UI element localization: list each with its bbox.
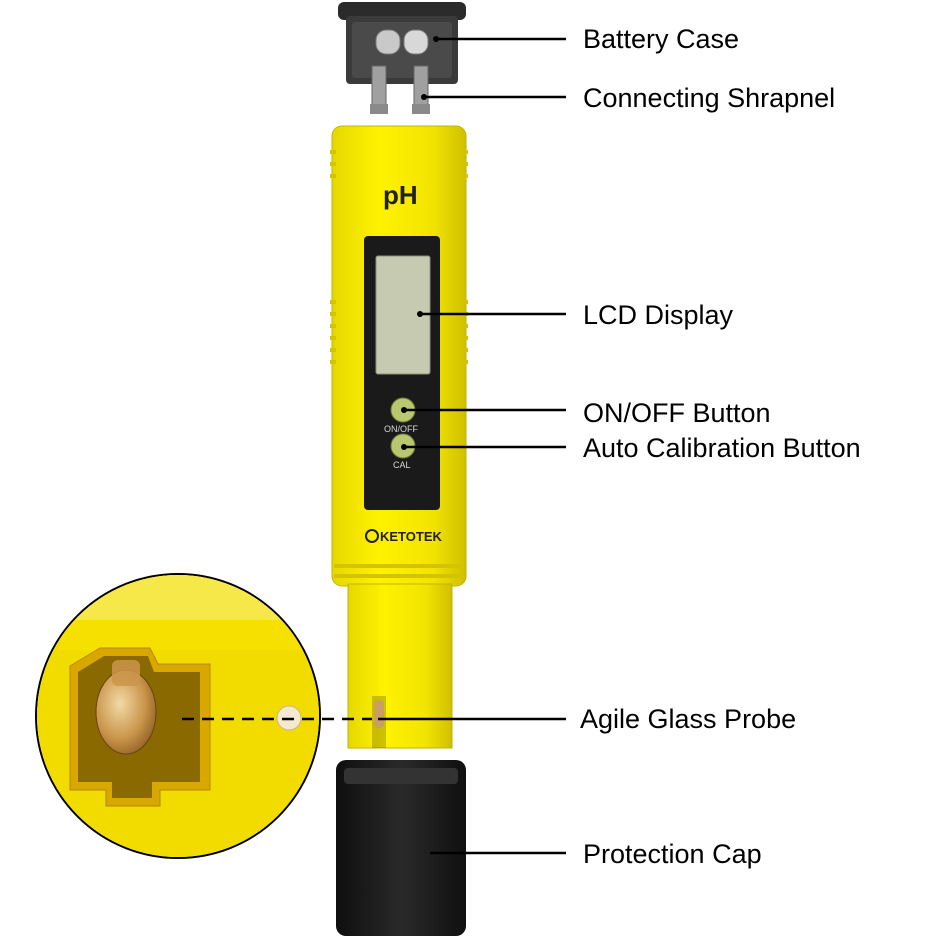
connecting-shrapnel: [370, 65, 430, 114]
label-connecting-shrapnel: Connecting Shrapnel: [583, 83, 836, 113]
label-agile-glass-probe: Agile Glass Probe: [580, 704, 797, 734]
label-auto-calibration-button: Auto Calibration Button: [583, 433, 861, 463]
ph-label: pH: [383, 180, 418, 210]
battery-case: [338, 2, 466, 84]
probe-housing: [347, 583, 453, 749]
magnified-probe-view: [35, 573, 321, 859]
label-battery-case: Battery Case: [583, 24, 740, 54]
label-protection-cap: Protection Cap: [583, 839, 762, 869]
leader-lines: [378, 37, 566, 855]
brand-logo: KETOTEK: [365, 529, 442, 544]
on-off-button-label: ON/OFF: [384, 424, 418, 434]
cal-button-label: CAL: [393, 460, 411, 470]
label-on-off-button: ON/OFF Button: [583, 398, 771, 428]
brand-text: KETOTEK: [380, 529, 442, 544]
protection-cap: [336, 760, 466, 936]
label-lcd-display: LCD Display: [583, 300, 734, 330]
